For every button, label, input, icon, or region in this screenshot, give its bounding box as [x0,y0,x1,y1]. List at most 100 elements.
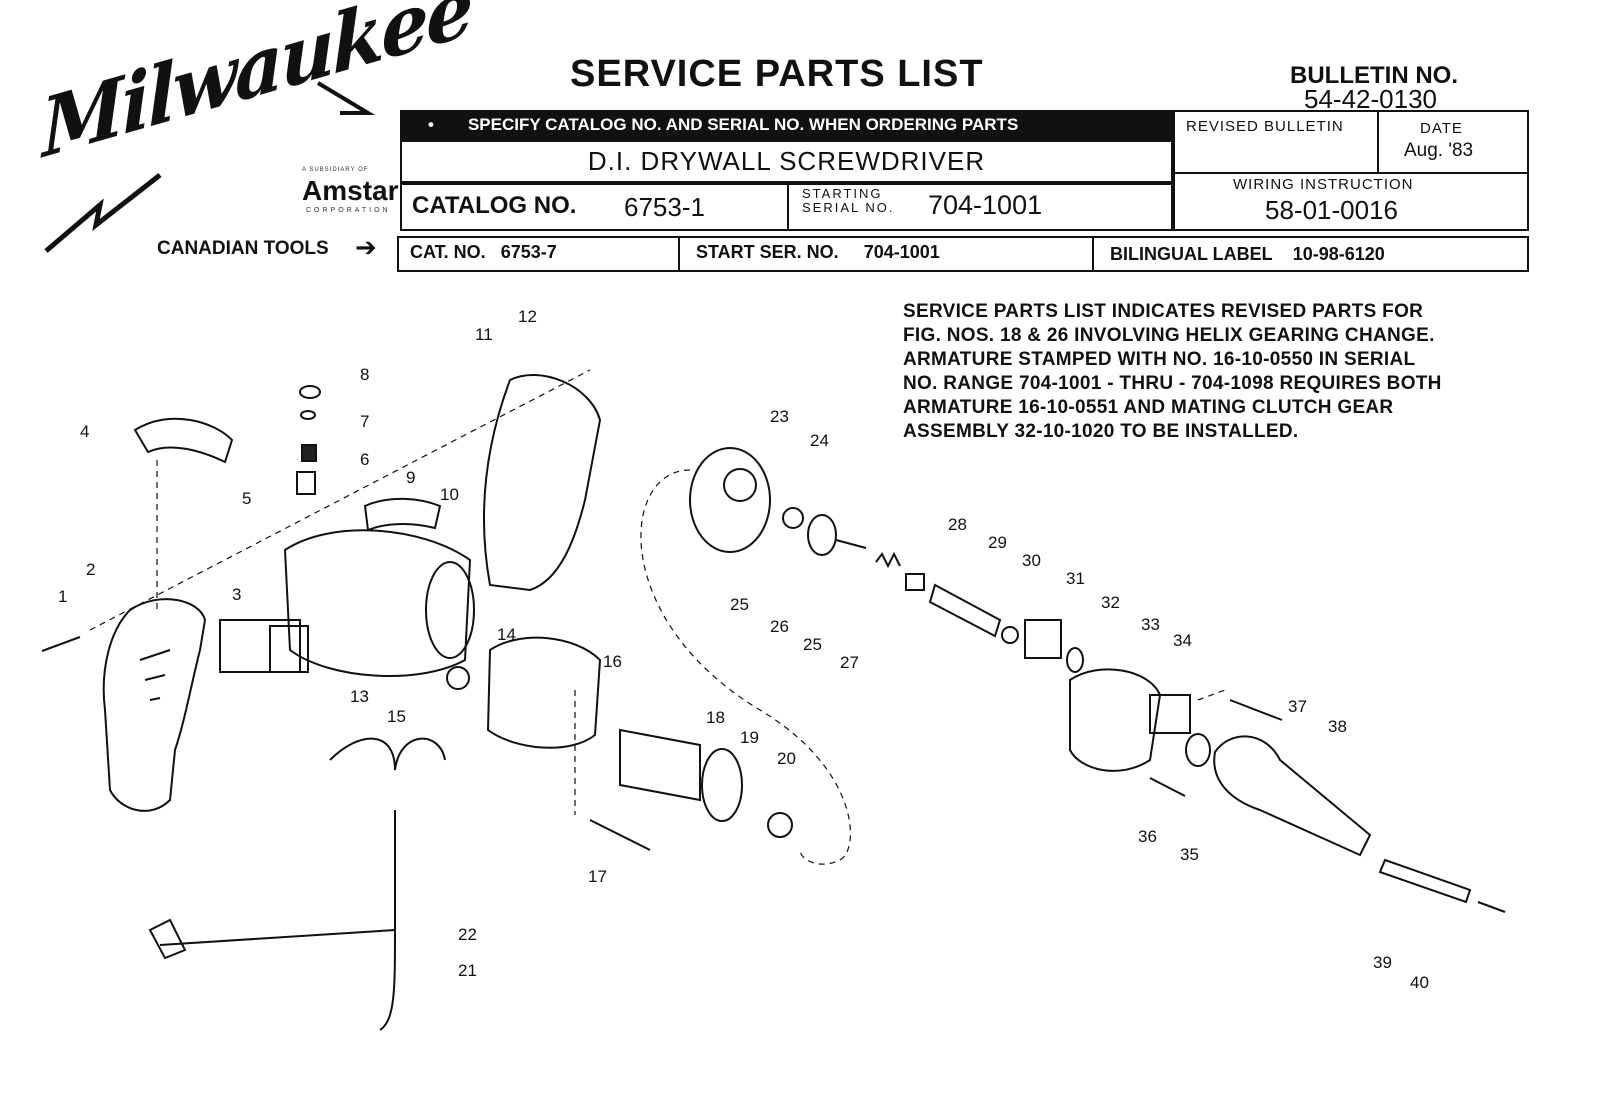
date-value: Aug. '83 [1404,140,1474,161]
callout-1: 1 [58,587,67,606]
callout-8: 8 [360,365,369,384]
date-label: DATE [1420,120,1463,137]
revision-note: SERVICE PARTS LIST INDICATES REVISED PAR… [903,301,1442,442]
callout-16: 16 [603,652,622,671]
milwaukee-logo: Milwaukee A SUBSIDIARY OF Amstar CORPORA… [40,0,472,265]
catalog-number: 6753-1 [624,192,705,222]
catalog-row [400,183,1173,231]
callout-12: 12 [518,307,537,326]
spindle-icon [928,583,1002,638]
divider [1377,110,1379,172]
gear-housing-icon [1069,668,1162,772]
callout-27: 27 [840,653,859,672]
canadian-tools-label: CANADIAN TOOLS [157,238,329,259]
screw-icon [1229,699,1283,721]
bit-holder-icon [1378,858,1472,904]
spring-icon [875,551,901,569]
canadian-row [397,236,1529,272]
callout-17: 17 [588,867,607,886]
callout-39: 39 [1373,953,1392,972]
nose-cone-icon [1213,735,1372,857]
washer-icon [300,410,316,420]
callout-19: 19 [740,728,759,747]
divider [678,236,680,272]
bullet-icon: • [428,115,434,134]
starting-serial-number: 704-1001 [928,190,1043,220]
cord-icon [159,810,396,1031]
sleeve-icon [905,573,925,591]
callout-29: 29 [988,533,1007,552]
lightning-bolt-icon [44,81,376,253]
exploded-parts-diagram: 1 2 3 4 5 6 7 8 9 10 11 12 13 14 15 16 1… [41,307,1506,1031]
callout-33: 33 [1141,615,1160,634]
order-instruction-bar: • SPECIFY CATALOG NO. AND SERIAL NO. WHE… [400,110,1173,140]
callout-40: 40 [1410,973,1429,992]
callout-18: 18 [706,708,725,727]
bit-icon [1477,901,1506,913]
wiring-instruction-label: WIRING INSTRUCTION [1233,176,1414,193]
callout-28: 28 [948,515,967,534]
callout-34: 34 [1173,631,1192,650]
callout-25: 25 [730,595,749,614]
bulletin-number: 54-42-0130 [1304,84,1437,114]
field-icon [486,636,602,749]
clutch-icon [1024,619,1062,659]
callout-20: 20 [777,749,796,768]
callout-36: 36 [1138,827,1157,846]
callout-4: 4 [80,422,89,441]
handle-half-right-icon [483,374,602,592]
gear-icon [807,514,837,556]
screw-icon [589,819,651,851]
bearing-icon [767,812,793,838]
callout-24: 24 [810,431,829,450]
divider [1092,236,1094,272]
callout-6: 6 [360,450,369,469]
brush-cap-icon [299,385,321,399]
clip-icon [133,417,234,464]
parent-tagline: A SUBSIDIARY OF [302,167,369,173]
bearing-icon [782,507,804,529]
page-title: SERVICE PARTS LIST [570,53,984,95]
callout-3: 3 [232,585,241,604]
bulletin-label: BULLETIN NO. [1290,62,1458,89]
callout-23: 23 [770,407,789,426]
amstar-subtitle: CORPORATION [306,207,391,214]
callout-21: 21 [458,961,477,980]
brush-holder-icon [296,471,316,495]
plug-icon [148,918,187,960]
bilingual-label: BILINGUAL LABEL 10-98-6120 [1110,244,1385,264]
bearing-icon [446,666,470,690]
armature-icon [619,728,701,802]
callout-35: 35 [1180,845,1199,864]
callout-38: 38 [1328,717,1347,736]
wiring-instruction-value: 58-01-0016 [1265,195,1398,225]
callout-13: 13 [350,687,369,706]
revised-bulletin-label: REVISED BULLETIN [1186,118,1344,135]
screw-icon [41,636,81,652]
callout-10: 10 [440,485,459,504]
callout-2: 2 [86,560,95,579]
divider [1173,172,1529,174]
arrow-right-icon: ➔ [355,232,377,262]
callout-7: 7 [360,412,369,431]
callout-14: 14 [497,625,516,644]
callout-25b: 25 [803,635,822,654]
screw-icon [1149,777,1186,797]
revision-box [1173,110,1529,231]
o-ring-icon [1185,733,1211,767]
starting-serial-label: STARTING SERIAL NO. [802,186,895,215]
motor-housing-icon [283,529,472,678]
callout-32: 32 [1101,593,1120,612]
callout-31: 31 [1066,569,1085,588]
catalog-label: CATALOG NO. [412,192,577,219]
brush-icon [301,444,317,462]
callout-26: 26 [770,617,789,636]
callout-15: 15 [387,707,406,726]
callout-30: 30 [1022,551,1041,570]
callout-9: 9 [406,468,415,487]
canadian-catalog: CAT. NO. 6753-7 [410,242,557,262]
handle-half-icon [102,598,207,812]
amstar-logo: Amstar [302,175,399,206]
nameplate-icon [363,497,442,532]
gear-case-icon [689,447,771,553]
